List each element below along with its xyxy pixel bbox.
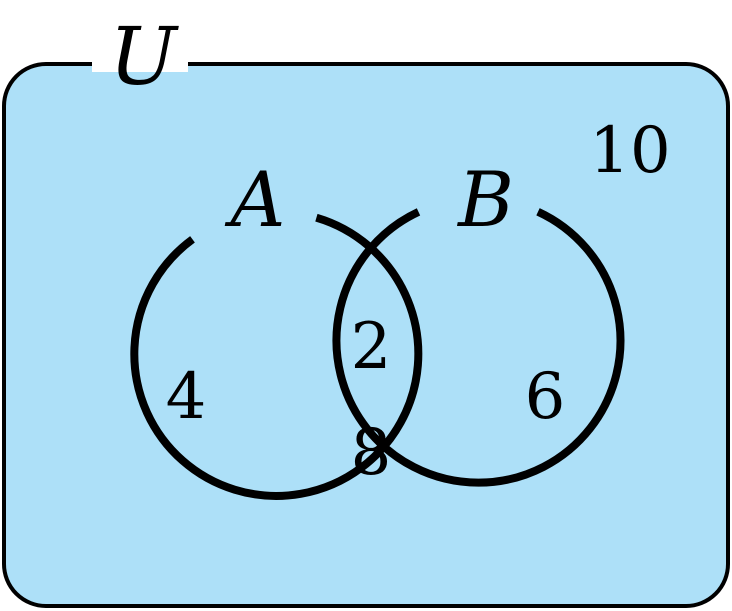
circle-a (130, 213, 423, 500)
set-a-only-value: 4 (166, 360, 207, 434)
universe-rect (2, 62, 730, 608)
set-b-only-value: 6 (525, 360, 566, 434)
set-b-label: B (456, 155, 514, 244)
universe-label: U (109, 10, 179, 103)
intersection-value-top: 2 (351, 310, 392, 384)
outside-value: 10 (589, 114, 670, 188)
intersection-value-bottom: 8 (351, 416, 392, 490)
circle-b (332, 208, 625, 487)
universe-label-gap (92, 56, 188, 72)
set-a-label: A (225, 155, 286, 244)
